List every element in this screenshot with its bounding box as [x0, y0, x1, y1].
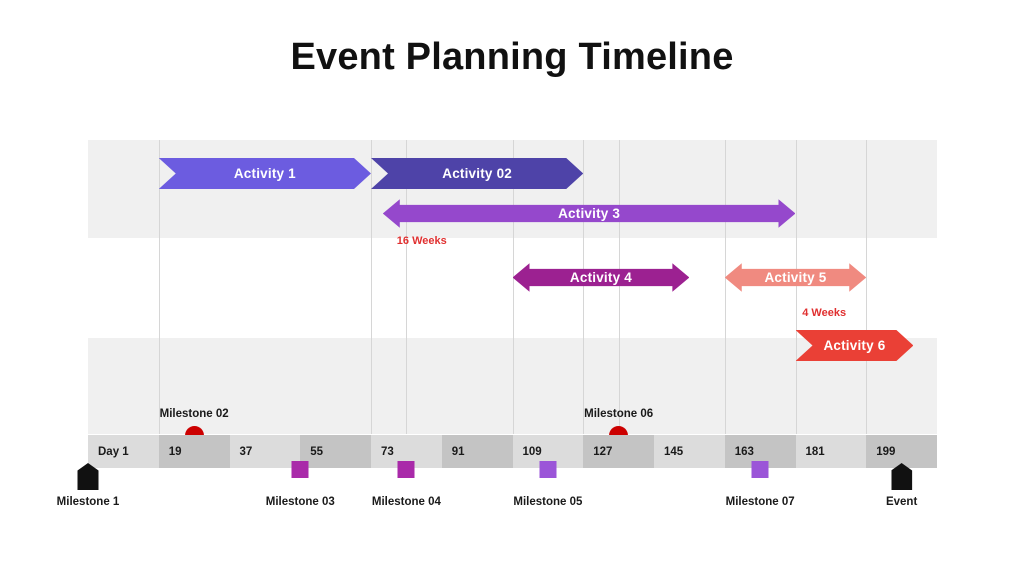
- milestone-square-marker[interactable]: [539, 461, 557, 478]
- gridline: [583, 140, 585, 434]
- gridline: [158, 140, 160, 434]
- milestone-pentagon-marker[interactable]: [891, 463, 913, 490]
- milestone-label: Milestone 1: [56, 496, 120, 508]
- axis-tick-3: 55: [300, 435, 371, 468]
- axis-tick-5: 91: [441, 435, 513, 468]
- milestone-pentagon-marker[interactable]: [77, 463, 99, 490]
- milestone-square-marker[interactable]: [751, 461, 769, 478]
- milestone-label: Milestone 07: [725, 496, 795, 508]
- axis-tick-11: 199: [866, 435, 937, 468]
- milestone-square-marker[interactable]: [291, 461, 309, 478]
- milestone-square-marker[interactable]: [397, 461, 415, 478]
- page-title: Event Planning Timeline: [290, 36, 734, 78]
- milestone-label: Event: [885, 496, 918, 508]
- gridline: [866, 140, 868, 434]
- duration-note-3: 16 Weeks: [396, 235, 447, 247]
- milestone-label: Milestone 05: [513, 496, 583, 508]
- axis-tick-7: 127: [583, 435, 654, 468]
- activity-bar-4[interactable]: Activity 4: [513, 262, 690, 293]
- gridline: [371, 140, 372, 434]
- axis-tick-2: 37: [229, 435, 301, 468]
- axis-tick-4: 73: [371, 435, 442, 468]
- axis-tick-10: 181: [795, 435, 867, 468]
- milestone-label: Milestone 04: [371, 496, 441, 508]
- gridline: [795, 140, 797, 434]
- activity-bar-6[interactable]: Activity 6: [796, 330, 914, 361]
- milestone-label: Milestone 03: [265, 496, 335, 508]
- gridline: [618, 140, 620, 434]
- axis-tick-1: 19: [158, 435, 230, 468]
- gridline: [512, 140, 514, 434]
- gridline: [724, 140, 726, 434]
- duration-note-5: 4 Weeks: [802, 307, 847, 319]
- milestone-label: Milestone 06: [584, 408, 654, 420]
- milestone-label: Milestone 02: [159, 408, 229, 420]
- gridline: [406, 140, 408, 434]
- axis-tick-8: 145: [654, 435, 725, 468]
- activity-bar-1[interactable]: Activity 1: [159, 158, 371, 189]
- activity-bar-2[interactable]: Activity 02: [371, 158, 583, 189]
- axis-tick-0: Day 1: [88, 435, 159, 468]
